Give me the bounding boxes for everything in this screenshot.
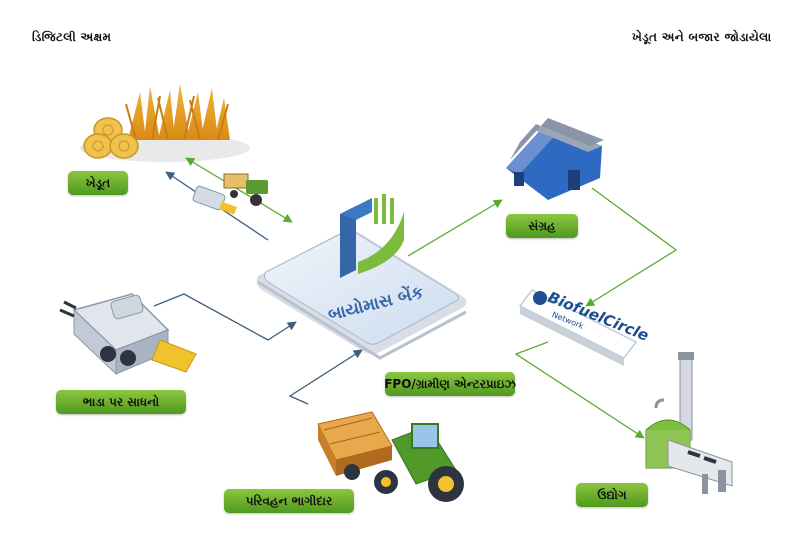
farmer-label: ખેડૂત — [68, 171, 128, 195]
tractor-trailer-icon — [317, 411, 464, 502]
smartphone-icon — [256, 230, 467, 360]
storage-to-network-arrow — [585, 187, 678, 307]
biogas-plant-icon — [645, 352, 733, 494]
farmer-link-arrow — [185, 157, 293, 223]
digitally-excluded-label: ડિજિટલી અક્ષમ — [32, 30, 112, 44]
transport-to-fpo-arrow — [288, 349, 363, 405]
transport-partner-label: પરિવહન ભાગીદાર — [224, 489, 354, 513]
fpo-rural-enterprise-label: FPO/ગ્રામીણ એન્ટરપ્રાઇઝ — [384, 372, 516, 396]
warehouse-icon — [506, 118, 604, 200]
rental-equipment-label: ભાડા પર સાધનો — [56, 390, 186, 414]
app-logo-icon — [340, 194, 404, 278]
storage-label: સંગ્રહ — [506, 214, 578, 238]
biofuelcircle-panel — [518, 289, 638, 366]
small-baler-icon — [192, 185, 237, 215]
network-to-industry-arrow — [514, 341, 645, 439]
baler-machine-icon — [59, 293, 197, 376]
connected-label: ખેડૂત અને બજાર જોડાયેલા — [632, 30, 772, 44]
small-tractor-icon — [223, 173, 268, 206]
biofuelcircle-logo-icon — [533, 291, 547, 305]
hay-bale-icon — [83, 117, 139, 159]
industry-label: ઉદ્યોગ — [576, 483, 648, 507]
rental-to-fpo-arrow — [153, 293, 297, 341]
fpo-to-storage-arrow — [407, 199, 503, 257]
